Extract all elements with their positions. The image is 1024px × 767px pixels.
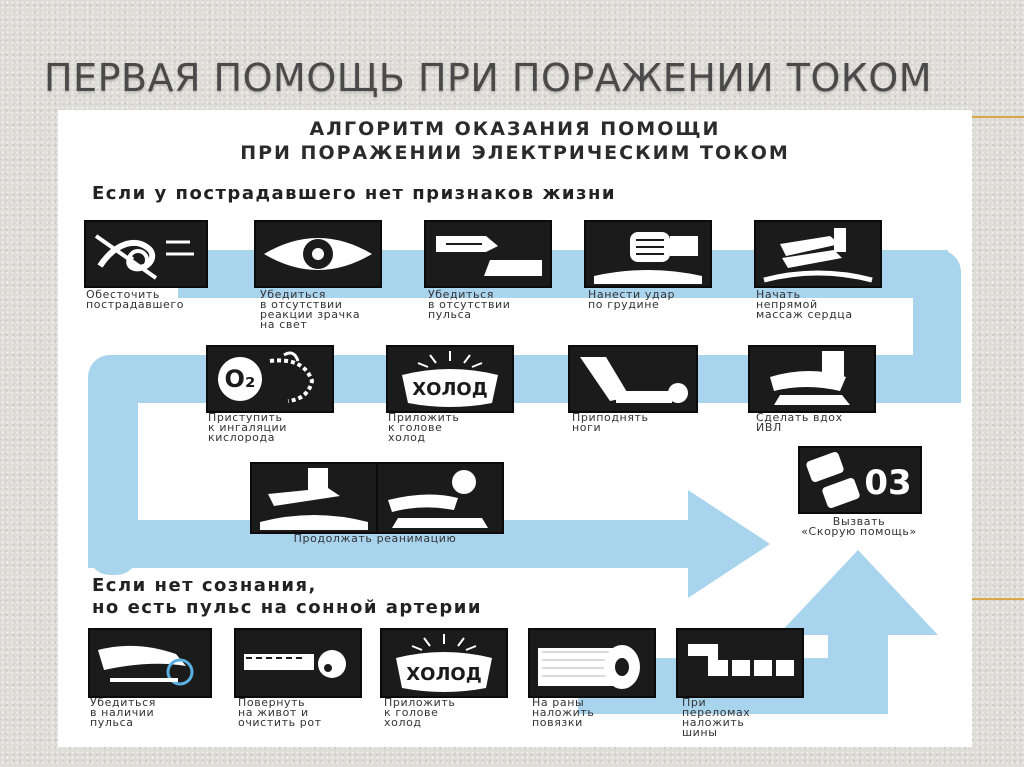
step-caption: Обесточить пострадавшего	[86, 288, 185, 311]
section-heading-no-consciousness-line1: Если нет сознания,	[92, 575, 317, 596]
eye-icon	[264, 238, 372, 270]
step-card-chest-compression	[250, 462, 378, 534]
step-card-bandage	[528, 628, 656, 698]
slide-title: ПЕРВАЯ ПОМОЩЬ ПРИ ПОРАЖЕНИИ ТОКОМ	[44, 56, 933, 100]
step-card-splint	[676, 628, 804, 698]
step-caption: Сделать вдох ИВЛ	[756, 411, 843, 434]
decorative-line-bottom	[972, 598, 1024, 600]
step-caption: Убедиться в отсутствии пульса	[428, 288, 511, 321]
step-caption: Повернуть на живот и очистить рот	[238, 696, 322, 729]
step-caption: Убедиться в отсутствии реакции зрачка на…	[260, 288, 361, 331]
rescue-breath-icon	[770, 351, 850, 405]
step-card-call-ambulance: 03	[798, 446, 922, 514]
pulse-check-hand-icon	[436, 236, 542, 276]
svg-text:O₂: O₂	[225, 365, 256, 393]
section-heading-no-signs-of-life: Если у пострадавшего нет признаков жизни	[92, 183, 616, 204]
heart-massage-icon	[763, 228, 873, 283]
raise-legs-icon	[580, 357, 688, 403]
flow-band-up-stem	[828, 630, 888, 714]
algorithm-poster: АЛГОРИТМ ОКАЗАНИЯ ПОМОЩИ ПРИ ПОРАЖЕНИИ Э…	[58, 110, 972, 747]
step-card-rescue-breath	[748, 345, 876, 413]
step-card-heart-massage	[754, 220, 882, 288]
cold-pack-icon: ХОЛОД	[396, 634, 492, 692]
bandage-roll-icon	[538, 645, 640, 689]
flow-arrowhead-up	[778, 550, 938, 635]
step-card-oxygen: O₂	[206, 345, 334, 413]
section-heading-no-consciousness-line2: но есть пульс на сонной артерии	[92, 597, 482, 618]
step-card-check-no-pulse	[424, 220, 552, 288]
chest-compression-icon	[260, 468, 368, 530]
poster-title-line2: ПРИ ПОРАЖЕНИИ ЭЛЕКТРИЧЕСКИМ ТОКОМ	[240, 142, 790, 164]
svg-text:ХОЛОД: ХОЛОД	[412, 379, 487, 400]
step-card-chest-strike	[584, 220, 712, 288]
splint-icon	[688, 644, 794, 680]
svg-text:ХОЛОД: ХОЛОД	[406, 664, 481, 685]
step-caption: При переломах наложить шины	[682, 696, 751, 739]
call-ambulance-caption: Вызвать «Скорую помощь»	[801, 515, 917, 538]
oxygen-mask-icon: O₂	[218, 351, 315, 403]
step-caption: Начать непрямой массаж сердца	[756, 288, 853, 321]
flow-arrowhead-right	[688, 490, 770, 598]
step-card-ventilation	[376, 462, 504, 534]
hand-releasing-wire-icon	[94, 234, 194, 280]
step-card-cold-head: ХОЛОД	[386, 345, 514, 413]
cold-pack-icon: ХОЛОД	[402, 351, 498, 407]
step-caption: Приступить к ингаляции кислорода	[208, 411, 288, 444]
step-caption: Приложить к голове холод	[388, 411, 460, 444]
fist-strike-icon	[594, 232, 702, 284]
step-card-de-energize	[84, 220, 208, 288]
step-caption: Нанести удар по грудине	[588, 288, 676, 311]
step-card-turn-on-stomach	[234, 628, 362, 698]
svg-text:03: 03	[864, 463, 911, 503]
ventilation-icon	[388, 470, 488, 528]
step-card-raise-legs	[568, 345, 698, 413]
step-caption: Приложить к голове холод	[384, 696, 456, 729]
continue-resuscitation-caption: Продолжать реанимацию	[293, 532, 457, 545]
poster-title-line1: АЛГОРИТМ ОКАЗАНИЯ ПОМОЩИ	[309, 118, 721, 140]
step-card-cold-head-2: ХОЛОД	[380, 628, 508, 698]
step-card-check-pupil	[254, 220, 382, 288]
turn-on-stomach-icon	[244, 650, 346, 678]
carotid-pulse-icon	[98, 645, 194, 686]
decorative-line-top	[972, 116, 1024, 118]
step-caption: На раны наложить повязки	[532, 696, 595, 729]
step-caption: Приподнять ноги	[572, 411, 649, 434]
step-card-check-pulse	[88, 628, 212, 698]
phone-03-icon: 03	[806, 451, 912, 509]
step-caption: Убедиться в наличии пульса	[90, 696, 156, 729]
